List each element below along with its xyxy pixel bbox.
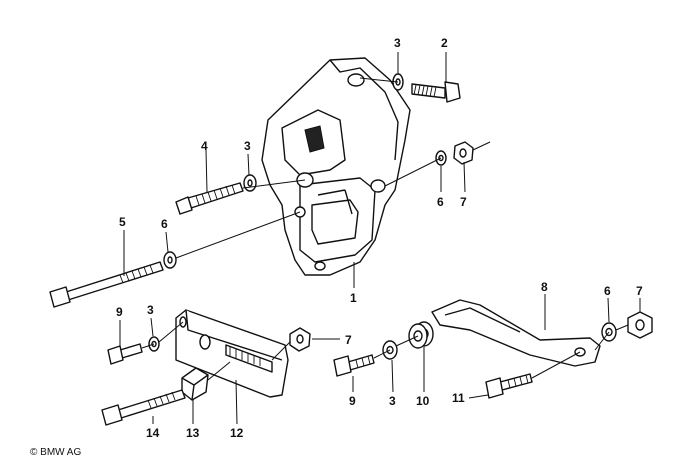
callout-2: 2 bbox=[441, 36, 448, 50]
callout-4: 4 bbox=[201, 139, 208, 153]
bolt-top bbox=[411, 81, 461, 103]
callout-9-left: 9 bbox=[116, 305, 123, 319]
callout-12: 12 bbox=[230, 426, 244, 440]
callout-5: 5 bbox=[119, 215, 126, 229]
callout-8: 8 bbox=[541, 280, 548, 294]
bolt-small-center bbox=[333, 354, 375, 377]
spacer bbox=[408, 321, 434, 349]
nut-right-lower bbox=[627, 311, 653, 339]
bolt-lower-left bbox=[101, 389, 186, 426]
callout-6-lower-right: 6 bbox=[604, 284, 611, 298]
callout-6-left: 6 bbox=[161, 217, 168, 231]
callout-leaders bbox=[119, 52, 641, 425]
callout-11: 11 bbox=[452, 391, 465, 405]
long-bolt bbox=[49, 261, 164, 308]
square-nut bbox=[181, 367, 209, 401]
slotted-strap bbox=[175, 309, 289, 398]
bolt-lower-right bbox=[485, 373, 533, 399]
callout-9-center: 9 bbox=[349, 394, 356, 408]
callout-3-upper-left: 3 bbox=[244, 139, 251, 153]
callout-3-top: 3 bbox=[394, 36, 401, 50]
washer-center bbox=[382, 340, 398, 360]
callout-3-lower-left: 3 bbox=[147, 303, 154, 317]
callout-3-center: 3 bbox=[389, 394, 396, 408]
washer-left-upper bbox=[243, 174, 257, 192]
assembly-lines bbox=[141, 77, 629, 381]
bolt-small-left bbox=[107, 343, 143, 365]
callout-labels: 1 2 3 3 4 5 6 6 7 8 6 7 9 3 7 9 3 10 11 … bbox=[116, 36, 643, 440]
washer-long-bolt bbox=[163, 251, 177, 269]
bolt-left-upper bbox=[175, 182, 244, 215]
nut-right-upper bbox=[453, 141, 474, 165]
callout-7-center: 7 bbox=[345, 333, 352, 347]
callout-6-upper-right: 6 bbox=[437, 195, 444, 209]
main-bracket bbox=[261, 57, 411, 276]
callout-7-lower-right: 7 bbox=[636, 284, 643, 298]
callout-10: 10 bbox=[416, 394, 430, 408]
callout-7-upper-right: 7 bbox=[460, 195, 467, 209]
callout-13: 13 bbox=[186, 426, 200, 440]
adjusting-arm bbox=[431, 299, 601, 367]
callout-14: 14 bbox=[146, 426, 160, 440]
copyright-notice: © BMW AG bbox=[30, 447, 81, 458]
callout-1: 1 bbox=[350, 291, 357, 305]
nut-center bbox=[289, 327, 311, 352]
